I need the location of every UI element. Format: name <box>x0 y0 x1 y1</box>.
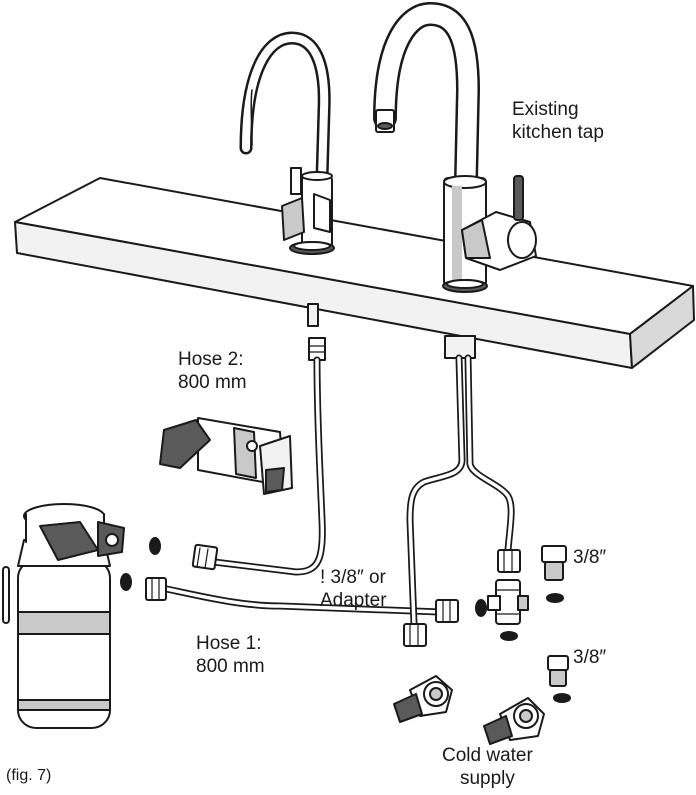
hose-2 <box>191 337 326 576</box>
adapter-fittings <box>541 545 571 703</box>
figure-caption: (fig. 7) <box>6 767 52 784</box>
hose-1 <box>145 577 459 623</box>
size-label-top: 3/8″ <box>573 547 607 568</box>
t-valve <box>475 579 529 641</box>
cold-water-supply-label: Cold water supply <box>442 745 533 789</box>
kitchen-tap-hoses <box>403 354 521 647</box>
filter-cartridge <box>2 503 125 729</box>
adapter-label: ! 3/8″ or Adapter <box>320 567 387 611</box>
filter-tap <box>239 31 335 255</box>
filter-washers <box>120 537 161 591</box>
countertop <box>14 177 695 369</box>
existing-tap-label: Existing kitchen tap <box>512 99 604 143</box>
hose-1-label: Hose 1: 800 mm <box>196 633 265 677</box>
angle-valves <box>393 675 545 745</box>
filter-tap-stub <box>307 303 319 327</box>
kitchen-tap <box>373 2 537 293</box>
hose-2-label: Hose 2: 800 mm <box>178 349 247 393</box>
wall-bracket <box>159 417 293 495</box>
size-label-bottom: 3/8″ <box>573 647 607 668</box>
